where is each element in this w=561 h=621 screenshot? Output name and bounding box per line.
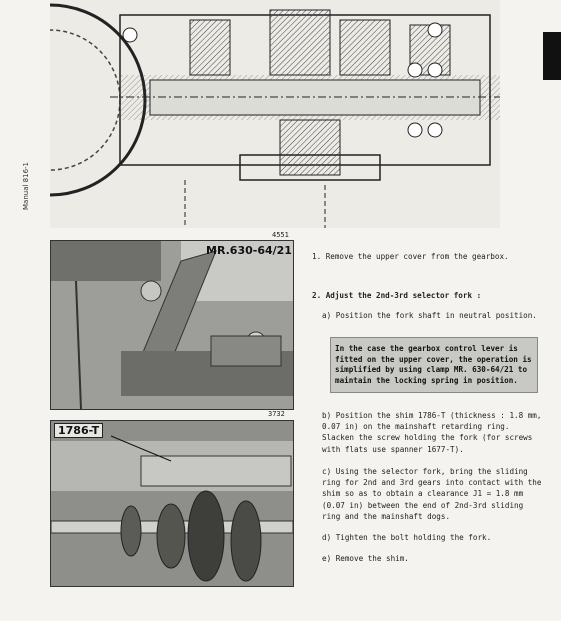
photo1-svg — [51, 241, 293, 409]
step-1-text: 1. Remove the upper cover from the gearb… — [312, 252, 509, 261]
photo-shim-on-mainshaft: 1786-T — [50, 420, 294, 587]
step-c-text: c) Using the selector fork, bring the sl… — [322, 467, 542, 521]
manual-side-label: Manual 816-1 — [22, 161, 30, 210]
note-box: In the case the gearbox control lever is… — [330, 337, 538, 393]
gearbox-cross-section-drawing — [50, 0, 500, 228]
figure-number-photo1: 3732 — [268, 410, 285, 418]
tool-label-1786t: 1786-T — [54, 423, 104, 438]
step-a-text: a) Position the fork shaft in neutral po… — [322, 311, 537, 320]
section-tab-marker — [543, 32, 561, 80]
step-b-text: b) Position the shim 1786-T (thickness :… — [322, 411, 542, 454]
step-d-text: d) Tighten the bolt holding the fork. — [322, 533, 492, 542]
figure-number-top: 4551 — [272, 231, 289, 239]
photo2-svg — [51, 421, 293, 586]
step-2-heading: 2. Adjust the 2nd-3rd selector fork : — [312, 291, 482, 300]
tool-label-mr630: MR.630-64/21 — [206, 244, 292, 257]
cross-section-svg — [50, 3, 500, 228]
photo-clamp-on-cover: MR.630-64/21 — [50, 240, 294, 410]
step-e-text: e) Remove the shim. — [322, 554, 409, 563]
